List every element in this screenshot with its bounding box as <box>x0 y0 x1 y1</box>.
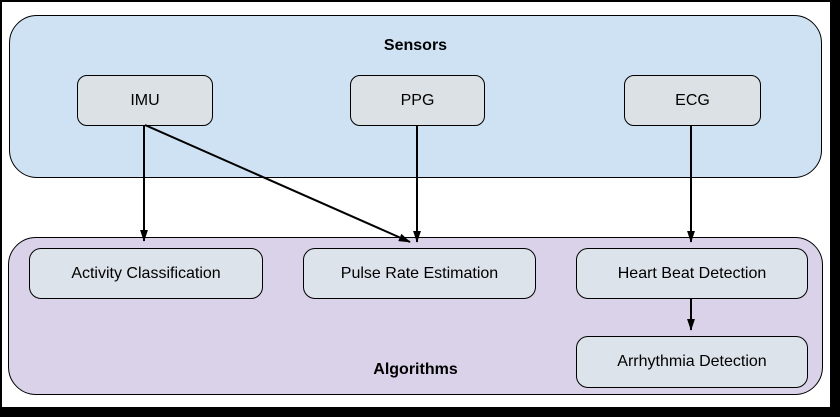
node-arrhythmia-detection: Arrhythmia Detection <box>576 336 808 388</box>
node-ppg: PPG <box>350 75 485 126</box>
node-ecg: ECG <box>624 75 761 126</box>
node-activity-classification: Activity Classification <box>29 248 263 299</box>
node-imu-label: IMU <box>130 91 160 109</box>
node-imu: IMU <box>77 75 213 126</box>
node-arrhythmia-detection-label: Arrhythmia Detection <box>617 353 767 370</box>
sensors-group: Sensors IMU PPG ECG <box>9 15 822 178</box>
algorithms-group: Algorithms Activity Classification Pulse… <box>8 237 823 395</box>
node-ecg-label: ECG <box>675 91 710 109</box>
algorithms-group-label: Algorithms <box>373 361 458 378</box>
node-ppg-label: PPG <box>400 91 435 109</box>
diagram-canvas: Sensors IMU PPG ECG Algorithms Activity … <box>2 2 830 407</box>
node-pulse-rate-estimation: Pulse Rate Estimation <box>303 248 536 299</box>
node-pulse-rate-estimation-label: Pulse Rate Estimation <box>340 264 499 282</box>
node-activity-classification-label: Activity Classification <box>71 264 221 282</box>
node-heart-beat-detection: Heart Beat Detection <box>576 248 808 299</box>
node-heart-beat-detection-label: Heart Beat Detection <box>617 264 767 282</box>
sensors-group-label: Sensors <box>383 37 448 54</box>
